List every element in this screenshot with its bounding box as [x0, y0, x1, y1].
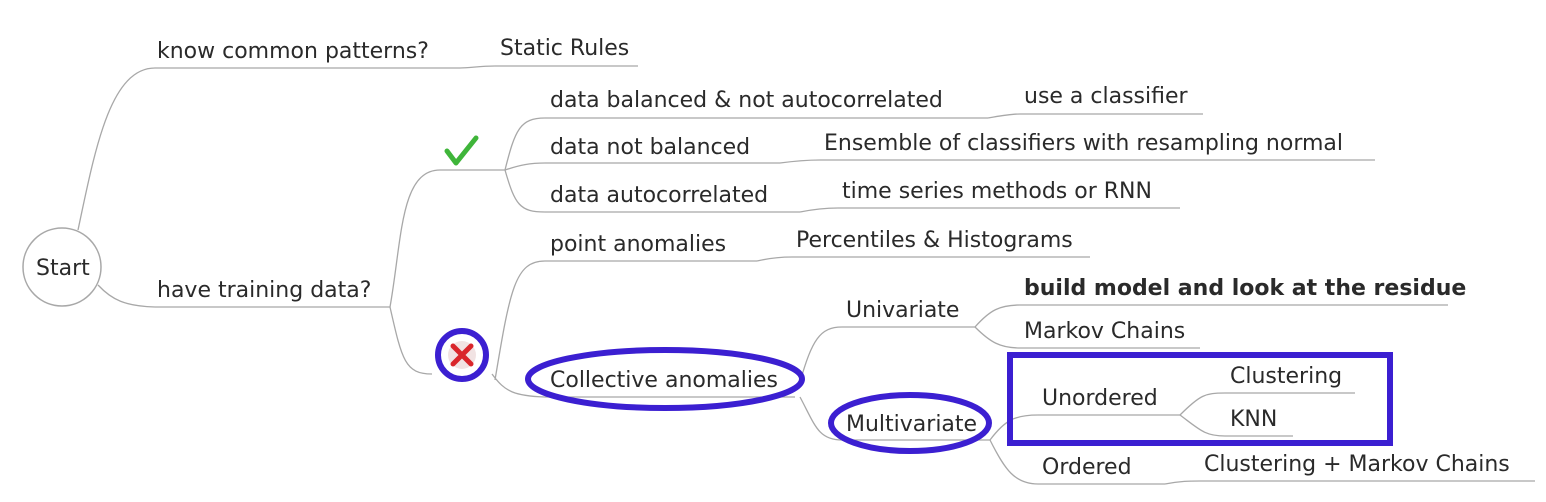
edge-ordered-clustmarkov	[1164, 480, 1201, 485]
node-markov-chains: Markov Chains	[1024, 319, 1185, 344]
node-collective-anomalies: Collective anomalies	[550, 368, 778, 393]
annotation-ellipse-collective	[525, 347, 805, 411]
node-know-common-patterns: know common patterns?	[157, 39, 429, 64]
edge-multi-ordered	[989, 439, 1039, 485]
node-data-not-balanced: data not balanced	[550, 135, 750, 160]
node-knn: KNN	[1230, 407, 1277, 432]
node-have-training-data: have training data?	[157, 278, 371, 303]
edge-start-training	[97, 284, 156, 308]
edge-collective-multivariate	[799, 396, 843, 441]
edge-yes-notbalanced	[504, 162, 546, 171]
edge-collective-univariate	[799, 326, 843, 383]
node-ordered: Ordered	[1042, 455, 1132, 480]
node-ensemble: Ensemble of classifiers with resampling …	[824, 131, 1343, 156]
edge-multi-unordered	[989, 414, 1039, 441]
edge-no-point	[494, 260, 546, 381]
cross-icon	[448, 341, 476, 369]
node-static-rules: Static Rules	[500, 36, 629, 61]
check-icon	[444, 135, 479, 166]
annotation-circle-cross	[435, 328, 489, 382]
root-node-label: Start	[36, 256, 90, 281]
node-percentiles: Percentiles & Histograms	[796, 228, 1073, 253]
node-data-autocorrelated: data autocorrelated	[550, 183, 768, 208]
edge-unordered-clustering	[1179, 392, 1226, 416]
annotation-box-unordered	[1007, 352, 1393, 446]
annotation-ellipse-multivariate	[828, 392, 992, 454]
edge-patterns-static	[459, 65, 496, 69]
edge-yes-balanced	[504, 117, 546, 171]
edge-yes-autocorrelated	[504, 169, 546, 213]
edge-univariate-build	[974, 304, 1021, 328]
edge-unordered-knn	[1179, 414, 1226, 437]
edge-point-percentiles	[756, 256, 793, 262]
node-data-balanced: data balanced & not autocorrelated	[550, 88, 943, 113]
edge-notbalanced-ensemble	[779, 159, 821, 164]
root-node-circle	[22, 227, 102, 307]
node-clustering-markov: Clustering + Markov Chains	[1204, 452, 1510, 477]
edge-training-no	[389, 306, 433, 375]
edge-balanced-classifier	[987, 113, 1021, 119]
node-unordered: Unordered	[1042, 386, 1158, 411]
node-clustering: Clustering	[1230, 364, 1342, 389]
node-multivariate: Multivariate	[846, 412, 977, 437]
node-use-classifier: use a classifier	[1024, 84, 1189, 109]
node-time-series: time series methods or RNN	[842, 179, 1152, 204]
edge-start-patterns	[77, 67, 156, 231]
node-build-model: build model and look at the residue	[1024, 276, 1466, 301]
edge-training-yes	[389, 169, 441, 308]
edge-univariate-markov	[974, 326, 1021, 349]
node-univariate: Univariate	[846, 298, 959, 323]
edge-no-collective	[491, 373, 546, 398]
edge-autocorrelated-timeseries	[799, 207, 839, 213]
node-point-anomalies: point anomalies	[550, 232, 726, 257]
